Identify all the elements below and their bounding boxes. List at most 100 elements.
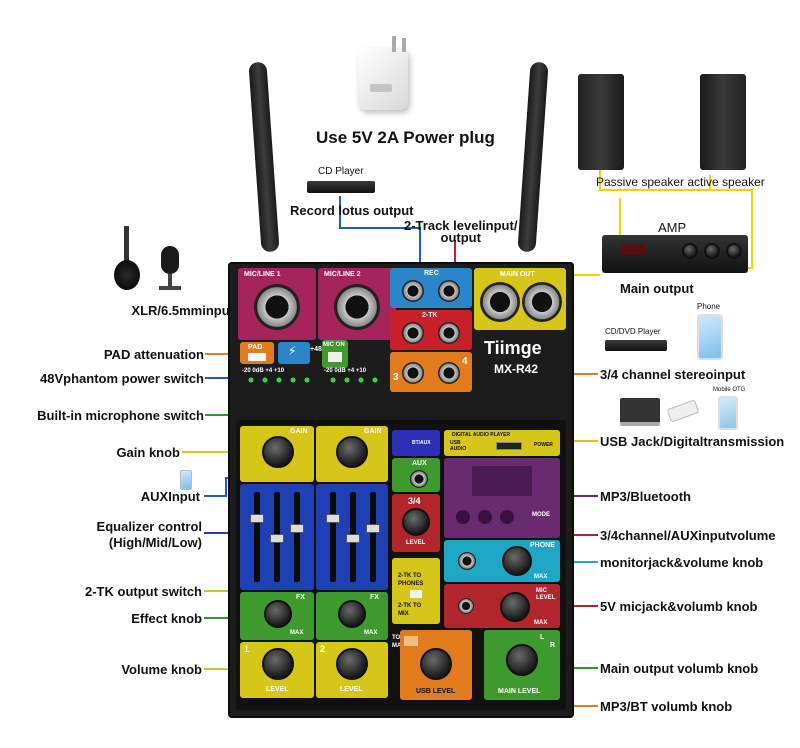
twotk-switch[interactable] xyxy=(410,590,422,598)
xlr-jack-1[interactable] xyxy=(254,284,300,330)
main-out-jack-l[interactable] xyxy=(480,282,520,322)
fx-panel-2: FX MAX xyxy=(316,592,388,640)
guitar-icon xyxy=(112,226,142,292)
amp-image xyxy=(602,235,748,273)
mobile-otg-label: Mobile OTG xyxy=(713,387,746,393)
level-label-2: LEVEL xyxy=(340,686,363,693)
speakers-label: Passive speaker active speaker xyxy=(596,175,765,189)
speaker-left-image xyxy=(578,74,624,170)
ch4-jack[interactable] xyxy=(438,362,460,384)
usb-level-knob[interactable] xyxy=(420,648,452,680)
pad-switch[interactable] xyxy=(248,353,266,361)
meter-ch1: -20 0dB +4 +10 xyxy=(242,368,285,374)
phone-volume-knob[interactable] xyxy=(502,546,532,576)
mic-on-panel: MIC ON xyxy=(322,340,348,368)
label-monitor: monitorjack&volume knob xyxy=(600,555,764,570)
phone-panel: PHONE MAX xyxy=(444,540,560,582)
usb-port[interactable] xyxy=(496,442,522,450)
label-mp3-bt: MP3/Bluetooth xyxy=(600,489,691,504)
eq-fader-2-high[interactable] xyxy=(326,514,340,523)
next-button[interactable] xyxy=(500,510,514,524)
speaker-right-image xyxy=(700,74,746,170)
gain-panel-2: GAIN xyxy=(316,426,388,482)
main-out-jack-r[interactable] xyxy=(522,282,562,322)
cd-player-image xyxy=(307,181,375,193)
headphone-jack[interactable] xyxy=(458,552,476,570)
label-volume: Volume knob xyxy=(121,662,202,677)
mic-line-2-panel: MIC/LINE 2 xyxy=(318,268,396,340)
power-plug-label: Use 5V 2A Power plug xyxy=(316,128,495,147)
lightning-icon: ⚡ xyxy=(288,344,297,358)
ch3-jack[interactable] xyxy=(402,362,424,384)
ch3-label: 3 xyxy=(393,372,399,383)
mic-level-knob[interactable] xyxy=(500,592,530,622)
power-plug-image xyxy=(348,36,408,114)
main-level-knob[interactable] xyxy=(506,644,538,676)
mp3-bt-panel: MODE xyxy=(444,458,560,538)
rec-jack-l[interactable] xyxy=(402,280,424,302)
bt-aux-indicator: BT/AUX xyxy=(392,430,440,456)
level-knob-2[interactable] xyxy=(336,648,368,680)
mp3-display xyxy=(472,466,532,496)
eq-fader-2-low[interactable] xyxy=(366,524,380,533)
ch34-level-panel: 3/4 LEVEL xyxy=(392,494,440,552)
twotk-panel: 2-TK xyxy=(390,310,472,350)
eq-fader-1-mid[interactable] xyxy=(270,534,284,543)
two-track-io-label: 2-Track levelinput/ output xyxy=(404,218,518,245)
pad-switch-panel: PAD xyxy=(240,342,274,364)
cd-dvd-label: CD/DVD Player xyxy=(605,327,661,336)
mic-on-switch[interactable] xyxy=(328,352,342,362)
twotk-switch-panel: 2-TK TO PHONES 2-TK TO MIX xyxy=(392,558,440,624)
rec-panel: REC xyxy=(390,268,472,308)
xlr-jack-2[interactable] xyxy=(334,284,380,330)
aux-jack[interactable] xyxy=(410,470,428,488)
ch34-level-label: LEVEL xyxy=(406,540,426,546)
pad-label: PAD xyxy=(248,344,263,351)
gain-knob-1[interactable] xyxy=(262,436,294,468)
mic-5v-jack[interactable] xyxy=(458,598,474,614)
amp-label: AMP xyxy=(658,220,687,235)
eq-fader-1-low[interactable] xyxy=(290,524,304,533)
ch34-input-panel: 3 4 xyxy=(390,352,472,392)
twotk-jack-l[interactable] xyxy=(402,322,424,344)
eq-panel-2 xyxy=(316,484,388,590)
twotk-label: 2-TK xyxy=(422,312,438,319)
label-xlr-input: XLR/6.5mminput xyxy=(131,303,234,318)
label-usb-jack: USB Jack/Digitaltransmission xyxy=(600,434,785,449)
aux-panel: AUX xyxy=(392,458,440,492)
power-label: POWER xyxy=(534,442,553,448)
fx-max-2: MAX xyxy=(364,630,378,636)
ch34-level-knob[interactable] xyxy=(402,508,430,536)
label-mp3-bt-volume: MP3/BT volumb knob xyxy=(600,699,733,714)
digital-player-label: DIGITAL AUDIO PLAYER xyxy=(452,432,511,438)
cd-player-label: CD Player xyxy=(318,166,364,177)
meter-leds-1 xyxy=(244,376,314,384)
twotk-jack-r[interactable] xyxy=(438,322,460,344)
record-output-label: Record lotus output xyxy=(290,203,414,218)
fx-knob-1[interactable] xyxy=(264,600,292,628)
gain-knob-2[interactable] xyxy=(336,436,368,468)
fx-knob-2[interactable] xyxy=(338,600,366,628)
label-equalizer: Equalizer control (High/Mid/Low) xyxy=(96,519,202,550)
gain-panel-1: GAIN xyxy=(240,426,314,482)
eq-fader-2-mid[interactable] xyxy=(346,534,360,543)
label-5v-mic: 5V micjack&volumb knob xyxy=(600,599,758,614)
brand: Tiimge xyxy=(484,338,542,358)
phone-max-label: MAX xyxy=(534,574,548,580)
level-knob-1[interactable] xyxy=(262,648,294,680)
fx-label-1: FX xyxy=(296,594,305,601)
main-r-label: R xyxy=(550,642,556,649)
gain-label-1: GAIN xyxy=(290,428,308,435)
main-level-label: MAIN LEVEL xyxy=(498,688,541,695)
label-aux-input: AUXInput xyxy=(140,489,200,504)
play-button[interactable] xyxy=(478,510,492,524)
usb-drive-image xyxy=(666,399,700,423)
digital-player-panel: DIGITAL AUDIO PLAYER USB AUDIO POWER xyxy=(444,430,560,456)
fx-max-1: MAX xyxy=(290,630,304,636)
rec-jack-r[interactable] xyxy=(438,280,460,302)
prev-button[interactable] xyxy=(456,510,470,524)
to-main-switch[interactable] xyxy=(404,636,418,646)
ch4-label: 4 xyxy=(462,356,468,367)
plus48v-label: +48V xyxy=(310,346,327,353)
eq-fader-1-high[interactable] xyxy=(250,514,264,523)
